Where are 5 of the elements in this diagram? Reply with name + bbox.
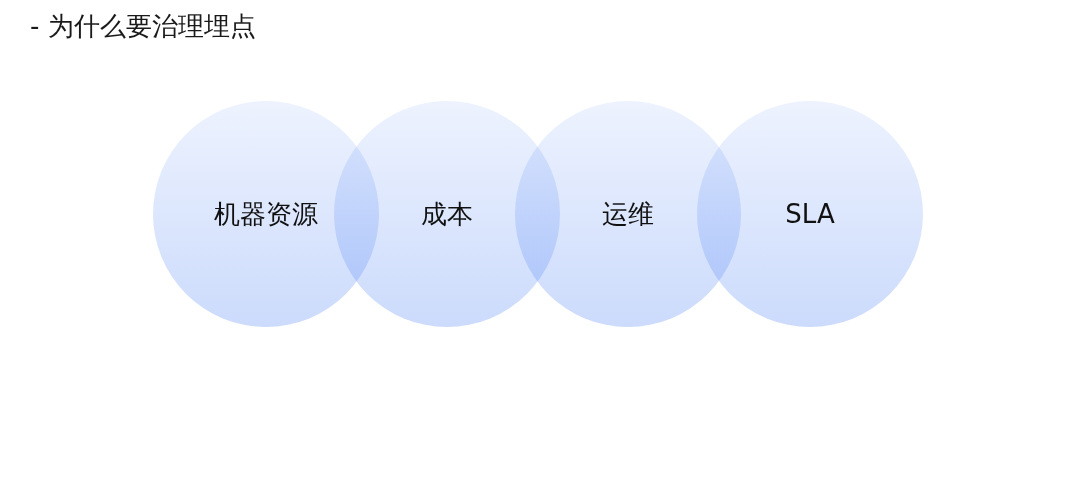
circle-label: 机器资源 [214,198,318,230]
title: - 为什么要治理埋点 [30,10,256,43]
circle-label: 成本 [421,198,473,230]
circle-label: 运维 [602,198,654,230]
circle-label: SLA [785,198,835,230]
